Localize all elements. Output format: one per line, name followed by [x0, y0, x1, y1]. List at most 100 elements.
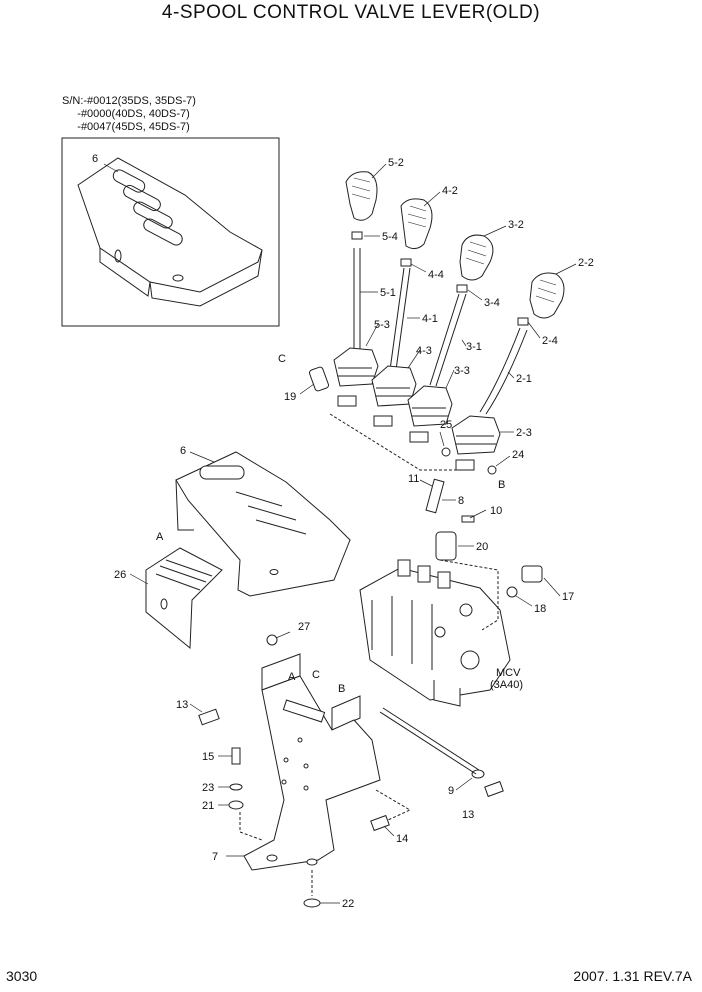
callout-15: 15: [202, 751, 214, 763]
pin-base-2: [455, 459, 475, 471]
pin-10: [461, 515, 475, 523]
inset-frame: [61, 137, 280, 327]
callout-26: 26: [114, 569, 126, 581]
callout-4-2: 4-2: [442, 185, 458, 197]
page-number: 3030: [6, 968, 38, 984]
boot-4-3: [371, 365, 417, 407]
callout-4-3: 4-3: [416, 345, 432, 357]
nut-2-4: [517, 317, 529, 326]
serial-note-2: -#0000(40DS, 40DS-7): [62, 108, 190, 120]
serial-note-3: -#0047(45DS, 45DS-7): [62, 121, 190, 133]
callout-20: 20: [476, 541, 488, 553]
pin-base-3: [409, 431, 429, 443]
guide-plate-26: [145, 547, 223, 650]
callout-4-1: 4-1: [422, 313, 438, 325]
callout-2-4: 2-4: [542, 335, 558, 347]
callout-3-2: 3-2: [508, 219, 524, 231]
mcv-code: (3A40): [490, 679, 523, 691]
main-control-valve: [359, 559, 511, 707]
ref-b-bracket: B: [338, 683, 345, 695]
fitting-17: [521, 565, 543, 583]
bracket-7: [243, 653, 381, 871]
nut-3-4: [456, 284, 468, 293]
boot-2-3: [451, 415, 501, 455]
rod-3-1: [429, 293, 467, 387]
boot-5-3: [333, 347, 379, 387]
callout-13-left: 13: [176, 699, 188, 711]
callout-3-4: 3-4: [484, 297, 500, 309]
ref-a-cover: A: [156, 531, 164, 543]
callout-18: 18: [534, 603, 546, 615]
rod-2-1: [479, 327, 528, 415]
bolt-13-left: [198, 708, 220, 726]
rod-4-1: [389, 267, 411, 371]
washer-23: [229, 783, 243, 791]
nut-27: [266, 634, 278, 646]
bushing-20: [435, 531, 457, 561]
link-8: [425, 478, 445, 514]
callout-24: 24: [512, 449, 524, 461]
callout-14: 14: [396, 833, 408, 845]
inset-lever-cover: [77, 157, 263, 307]
ref-a-bracket: A: [288, 671, 296, 683]
callout-23: 23: [202, 782, 214, 794]
mcv-label: MCV: [496, 667, 521, 679]
callout-2-3: 2-3: [516, 427, 532, 439]
callout-13-right: 13: [462, 809, 474, 821]
callout-5-1: 5-1: [380, 287, 396, 299]
callout-10: 10: [490, 505, 502, 517]
lever-cover-6: [175, 451, 351, 597]
callout-5-3: 5-3: [374, 319, 390, 331]
callout-2-1: 2-1: [516, 373, 532, 385]
knob-4-2: [400, 198, 433, 250]
callout-4-4: 4-4: [428, 269, 444, 281]
bolt-14: [370, 814, 390, 832]
callout-11: 11: [408, 473, 419, 485]
callout-25: 25: [440, 419, 452, 431]
washer-22: [303, 898, 321, 908]
nut-5-4: [351, 231, 363, 240]
pin-base-4: [373, 415, 393, 427]
nut-4-4: [400, 258, 412, 267]
callout-6-inset: 6: [92, 153, 98, 165]
pin-base-5: [337, 395, 357, 407]
callout-8: 8: [458, 495, 464, 507]
o-ring-18: [506, 586, 518, 598]
callout-2-2: 2-2: [578, 257, 594, 269]
knob-2-2: [529, 272, 565, 319]
knob-5-2: [345, 171, 378, 221]
ref-b-link: B: [498, 479, 505, 491]
leader-washers: [239, 812, 263, 841]
callout-7: 7: [212, 851, 218, 863]
callout-17: 17: [562, 591, 574, 603]
callout-leaders: [103, 163, 577, 904]
callout-5-4: 5-4: [382, 231, 398, 243]
rod-5-1: [353, 248, 361, 360]
callout-5-2: 5-2: [388, 157, 404, 169]
bolt-13-right: [484, 780, 504, 798]
callout-6: 6: [180, 445, 186, 457]
base-plane-line: [329, 413, 470, 471]
rod-9: [379, 707, 480, 775]
serial-note-1: S/N:-#0012(35DS, 35DS-7): [62, 95, 196, 107]
washer-21: [228, 800, 244, 810]
boot-3-3: [407, 385, 453, 427]
callout-27: 27: [298, 621, 310, 633]
washer-24: [487, 465, 497, 475]
callout-9: 9: [448, 785, 454, 797]
callout-3-1: 3-1: [466, 341, 482, 353]
leader-14: [375, 789, 412, 821]
revision-note: 2007. 1.31 REV.7A: [573, 968, 692, 984]
callout-22: 22: [342, 898, 354, 910]
callout-3-3: 3-3: [454, 365, 470, 377]
page-title: 4-SPOOL CONTROL VALVE LEVER(OLD): [161, 2, 541, 23]
sleeve-19: [309, 366, 329, 392]
knob-3-2: [459, 234, 494, 281]
callout-19: 19: [284, 391, 296, 403]
callout-21: 21: [202, 800, 214, 812]
rod-9-end: [471, 769, 485, 779]
ref-c-bracket: C: [312, 669, 320, 681]
bolt-15: [231, 747, 241, 765]
washer-25: [441, 447, 451, 457]
